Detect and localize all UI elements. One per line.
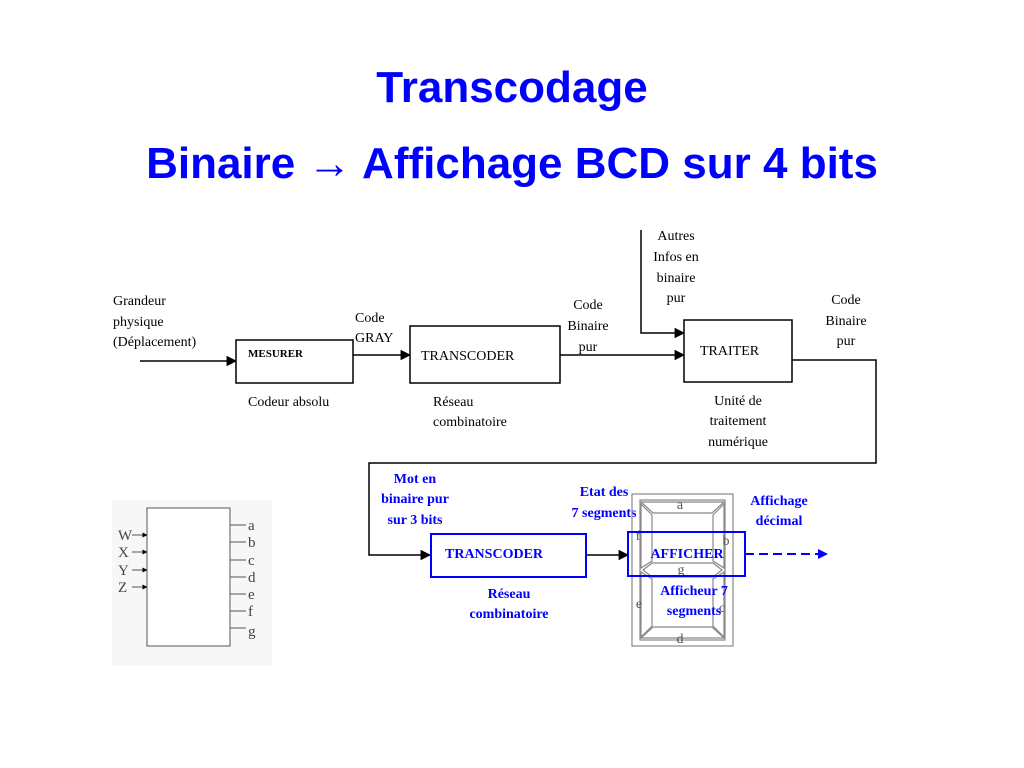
decoder-output-f: f: [248, 604, 253, 620]
output-label-line3: pur: [837, 334, 856, 349]
mot-label-line1: Mot en: [394, 472, 437, 487]
decoder-box: [146, 507, 231, 647]
transcoder-bottom-label: TRANSCODER: [445, 547, 544, 562]
slide-title-line2: Binaire → Affichage BCD sur 4 bits: [146, 139, 878, 188]
segment-label-c: c: [719, 601, 725, 616]
decoder-input-x: X: [118, 545, 129, 561]
binaire-label-line2: Binaire: [567, 319, 608, 334]
decoder-input-z: Z: [118, 580, 127, 596]
decoder-output-d: d: [248, 570, 256, 586]
binaire-label-line3: pur: [579, 340, 598, 355]
decoder-output-c: c: [248, 553, 255, 569]
affichage-arrowhead: [818, 549, 828, 559]
bottom-chain: Mot en binaire pur sur 3 bits TRANSCODER…: [381, 472, 828, 647]
segment-b: [712, 502, 725, 570]
side-input-line1: Autres: [657, 229, 694, 244]
transcoder-bottom-caption-line2: combinatoire: [469, 607, 548, 622]
top-chain: Grandeur physique (Déplacement) MESURER …: [113, 229, 877, 561]
transcoder-top-label: TRANSCODER: [421, 349, 515, 364]
segment-f: [640, 502, 653, 570]
mesurer-label: MESURER: [248, 348, 304, 360]
decoder-sketch: W X Y Z a b c d e f g: [112, 500, 272, 666]
transcoder-top-caption-line2: combinatoire: [433, 415, 507, 430]
afficher-label: AFFICHER: [650, 547, 724, 562]
segment-label-a: a: [677, 498, 684, 513]
side-input-line3: binaire: [657, 271, 696, 286]
traiter-block: [683, 319, 793, 383]
mesurer-caption: Codeur absolu: [248, 395, 329, 410]
segment-label-d: d: [677, 632, 684, 647]
traiter-label: TRAITER: [700, 344, 760, 359]
transcoder-top-caption-line1: Réseau: [433, 395, 473, 410]
input-label-line3: (Déplacement): [113, 335, 197, 350]
mesurer-block: [235, 339, 354, 384]
afficher-caption-line1: Afficheur 7: [660, 584, 728, 599]
traiter-caption-line1: Unité de: [714, 394, 762, 409]
side-input-line4: pur: [667, 291, 686, 306]
segment-inner-frame: [639, 499, 726, 641]
transcoder-top-block: [409, 325, 561, 384]
connector-to-bottom: [368, 359, 877, 561]
segment-label-g: g: [678, 563, 685, 578]
etat-label-line1: Etat des: [580, 485, 629, 500]
mot-label-line2: binaire pur: [381, 492, 449, 507]
decoder-input-w: W: [118, 528, 133, 544]
segment-label-b: b: [723, 534, 730, 549]
output-label-line2: Binaire: [825, 314, 866, 329]
side-input-line2: Infos en: [653, 250, 699, 265]
segment-a: [639, 501, 726, 514]
etat-label-line2: 7 segments: [572, 506, 637, 521]
input-label-line2: physique: [113, 315, 164, 330]
side-input-arrow: [640, 230, 686, 339]
binaire-label-line1: Code: [573, 298, 603, 313]
input-label-line1: Grandeur: [113, 294, 166, 309]
slide-title-line1: Transcodage: [376, 63, 648, 112]
decoder-input-y: Y: [118, 563, 129, 579]
transcoder-bottom-caption-line1: Réseau: [488, 587, 531, 602]
segment-e: [640, 570, 653, 639]
output-label-line1: Code: [831, 293, 861, 308]
transcoder-bottom-block: [430, 533, 587, 578]
segment-d: [639, 626, 726, 639]
affichage-label-line2: décimal: [756, 514, 803, 529]
traiter-caption-line3: numérique: [708, 435, 768, 450]
segment-outer-frame: [631, 493, 734, 647]
decoder-output-b: b: [248, 535, 256, 551]
segment-label-e: e: [636, 597, 642, 612]
decoder-output-g: g: [248, 624, 256, 640]
segment-label-f: f: [636, 529, 641, 544]
affichage-label-line1: Affichage: [750, 494, 808, 509]
decoder-output-a: a: [248, 518, 255, 534]
mot-label-line3: sur 3 bits: [388, 513, 444, 528]
gray-label-line1: Code: [355, 311, 385, 326]
decoder-output-e: e: [248, 587, 255, 603]
traiter-caption-line2: traitement: [710, 414, 767, 429]
afficher-caption-line2: segments: [667, 604, 722, 619]
gray-label-line2: GRAY: [355, 331, 393, 346]
